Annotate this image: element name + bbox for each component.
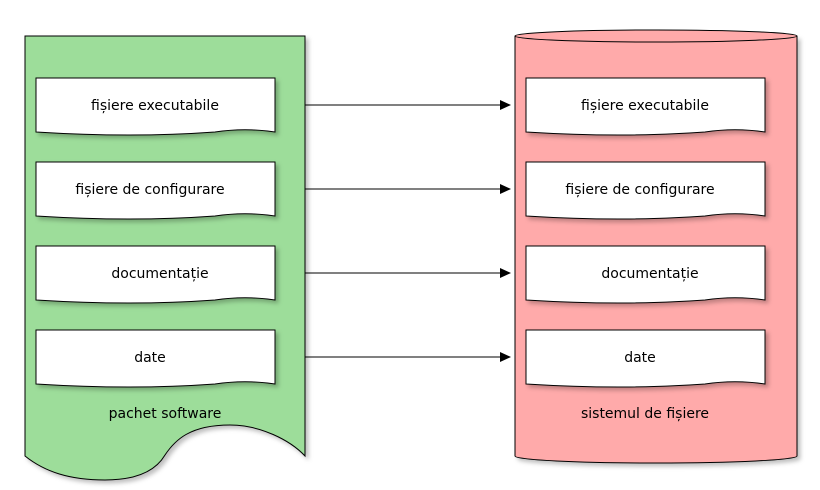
filesystem: fișiere executabile fișiere de configura…: [514, 29, 798, 464]
filesystem-item-label: documentație: [601, 266, 698, 282]
package-item-executables: fișiere executabile: [35, 77, 276, 136]
package-item-label: fișiere executabile: [91, 98, 219, 114]
software-package: fișiere executabile fișiere de configura…: [24, 35, 306, 481]
arrow-head: [500, 184, 511, 194]
filesystem-item-shape: [525, 329, 766, 388]
filesystem-item-shape: [525, 245, 766, 304]
arrow-config: [305, 184, 511, 194]
arrow-executables: [305, 100, 511, 110]
package-item-docs: documentație: [35, 245, 276, 304]
software-package-label: pachet software: [109, 406, 222, 422]
filesystem-item-shape: [525, 161, 766, 220]
package-item-label: documentație: [111, 266, 208, 282]
filesystem-item-label: fișiere de configurare: [565, 182, 714, 198]
package-item-label: date: [134, 350, 166, 366]
arrow-data: [305, 352, 511, 362]
package-item-shape: [35, 77, 276, 136]
filesystem-item-shape: [525, 77, 766, 136]
package-item-shape: [35, 161, 276, 220]
filesystem-item-label: fișiere executabile: [581, 98, 709, 114]
filesystem-cylinder-top: [514, 29, 798, 43]
filesystem-item-label: date: [624, 350, 656, 366]
arrow-head: [500, 100, 511, 110]
package-item-shape: [35, 329, 276, 388]
filesystem-item-docs: documentație: [525, 245, 766, 304]
package-item-config: fișiere de configurare: [35, 161, 276, 220]
filesystem-item-executables: fișiere executabile: [525, 77, 766, 136]
mapping-arrows: [305, 100, 511, 362]
filesystem-label: sistemul de fișiere: [581, 406, 709, 422]
arrow-head: [500, 268, 511, 278]
filesystem-item-config: fișiere de configurare: [525, 161, 766, 220]
package-item-data: date: [35, 329, 276, 388]
filesystem-item-data: date: [525, 329, 766, 388]
arrow-docs: [305, 268, 511, 278]
package-item-shape: [35, 245, 276, 304]
package-item-label: fișiere de configurare: [75, 182, 224, 198]
arrow-head: [500, 352, 511, 362]
